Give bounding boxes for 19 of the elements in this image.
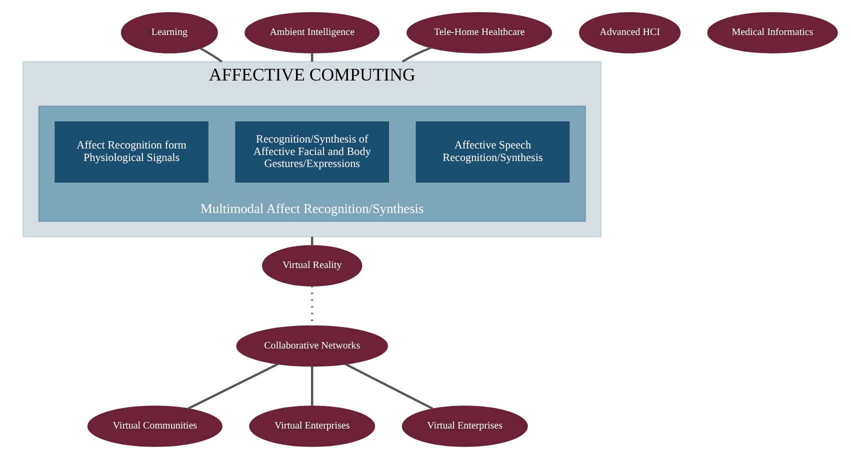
node-box: Affect Recognition form Physiological Signals xyxy=(54,121,208,183)
node-ellipse: Virtual Enterprises xyxy=(401,406,528,447)
connector xyxy=(310,366,313,406)
node-ellipse: Ambient Intelligence xyxy=(244,12,380,54)
connector xyxy=(310,236,313,246)
node-ellipse: Collaborative Networks xyxy=(236,325,388,367)
connector xyxy=(199,47,222,63)
connector xyxy=(401,46,431,63)
node-ellipse: Virtual Reality xyxy=(262,245,362,286)
node-ellipse: Tele-Home Healthcare xyxy=(406,12,552,54)
connector xyxy=(344,363,433,410)
node-ellipse: Medical Informatics xyxy=(706,12,838,54)
connector xyxy=(186,363,278,410)
node-ellipse: Learning xyxy=(120,12,218,54)
node-ellipse: Virtual Communities xyxy=(86,406,222,447)
node-box: Recognition/Synthesis of Affective Facial and Body Gestures/Expressions xyxy=(234,121,389,183)
node-ellipse: Advanced HCI xyxy=(578,12,680,54)
node-ellipse: Virtual Enterprises xyxy=(248,406,375,447)
node-box: Affective Speech Recognition/Synthesis xyxy=(415,121,570,183)
